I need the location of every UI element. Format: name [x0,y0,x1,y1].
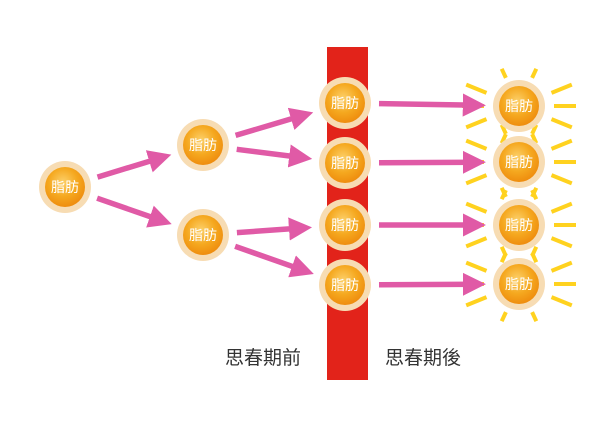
glow-ray [465,260,488,273]
fat-cell: 脂肪 [319,259,371,311]
glow-ray [530,123,539,135]
glow-ray [550,117,573,130]
fat-cell-core [499,264,539,304]
glow-ray [530,67,539,79]
label-after-puberty: 思春期後 [385,347,461,369]
fat-cell-label: 脂肪 [189,138,217,154]
growth-arrow [378,150,486,174]
glow-ray [530,133,539,145]
fat-cell-label: 脂肪 [505,218,533,234]
fat-cell-core [183,215,223,255]
fat-cell-core [499,86,539,126]
glow-ray [465,138,488,151]
growth-arrow [96,195,172,228]
fat-cell-core [325,205,365,245]
glow-ray [530,245,539,257]
growth-arrow [236,217,313,241]
fat-cell-label: 脂肪 [505,155,533,171]
glow-ray [550,138,573,151]
glow-ray [550,260,573,273]
fat-cell: 脂肪 [319,137,371,189]
fat-cell: 脂肪 [39,161,91,213]
fat-cell-label: 脂肪 [51,180,79,196]
fat-cell: 脂肪 [319,199,371,251]
fat-cell-label: 脂肪 [331,218,359,234]
fat-cell: 脂肪 [493,199,545,251]
fat-cell-label: 脂肪 [331,278,359,294]
glow-ray [465,236,488,249]
fat-cell: 脂肪 [177,119,229,171]
glow-ray [499,67,508,79]
growth-arrow [234,243,314,278]
glow-ray [465,201,488,214]
glow-ray [550,236,573,249]
glow-ray [465,295,488,308]
arrows-layer [96,93,486,296]
fat-cell-core [325,83,365,123]
glow-ray [530,311,539,323]
glow-ray [550,173,573,186]
glow-ray [465,82,488,95]
fat-cell-label: 脂肪 [189,228,217,244]
glow-ray [499,186,508,198]
growth-arrow [378,272,486,296]
fat-cell-label: 脂肪 [505,277,533,293]
fat-cell: 脂肪 [493,258,545,310]
glow-ray [499,245,508,257]
growth-arrow [236,144,313,168]
glow-ray [550,295,573,308]
glow-ray [550,201,573,214]
growth-arrow [96,150,172,180]
glow-ray [465,173,488,186]
fat-cell-core [499,205,539,245]
fat-cell: 脂肪 [177,209,229,261]
glow-ray [499,123,508,135]
fat-cell: 脂肪 [493,136,545,188]
growth-arrow [234,107,314,139]
fat-cell-core [45,167,85,207]
glow-ray [499,311,508,323]
fat-cell-core [325,265,365,305]
glow-ray [465,117,488,130]
fat-cell-label: 脂肪 [505,99,533,115]
fat-cell-label: 脂肪 [331,96,359,112]
glow-ray [550,82,573,95]
fat-cell-core [499,142,539,182]
fat-cell-label: 脂肪 [331,156,359,172]
label-before-puberty: 思春期前 [225,347,301,369]
growth-arrow [378,93,486,117]
fat-cell-core [325,143,365,183]
fat-cell: 脂肪 [319,77,371,129]
fat-cell-core [183,125,223,165]
fat-cell: 脂肪 [493,80,545,132]
glow-ray [499,133,508,145]
glow-ray [530,186,539,198]
